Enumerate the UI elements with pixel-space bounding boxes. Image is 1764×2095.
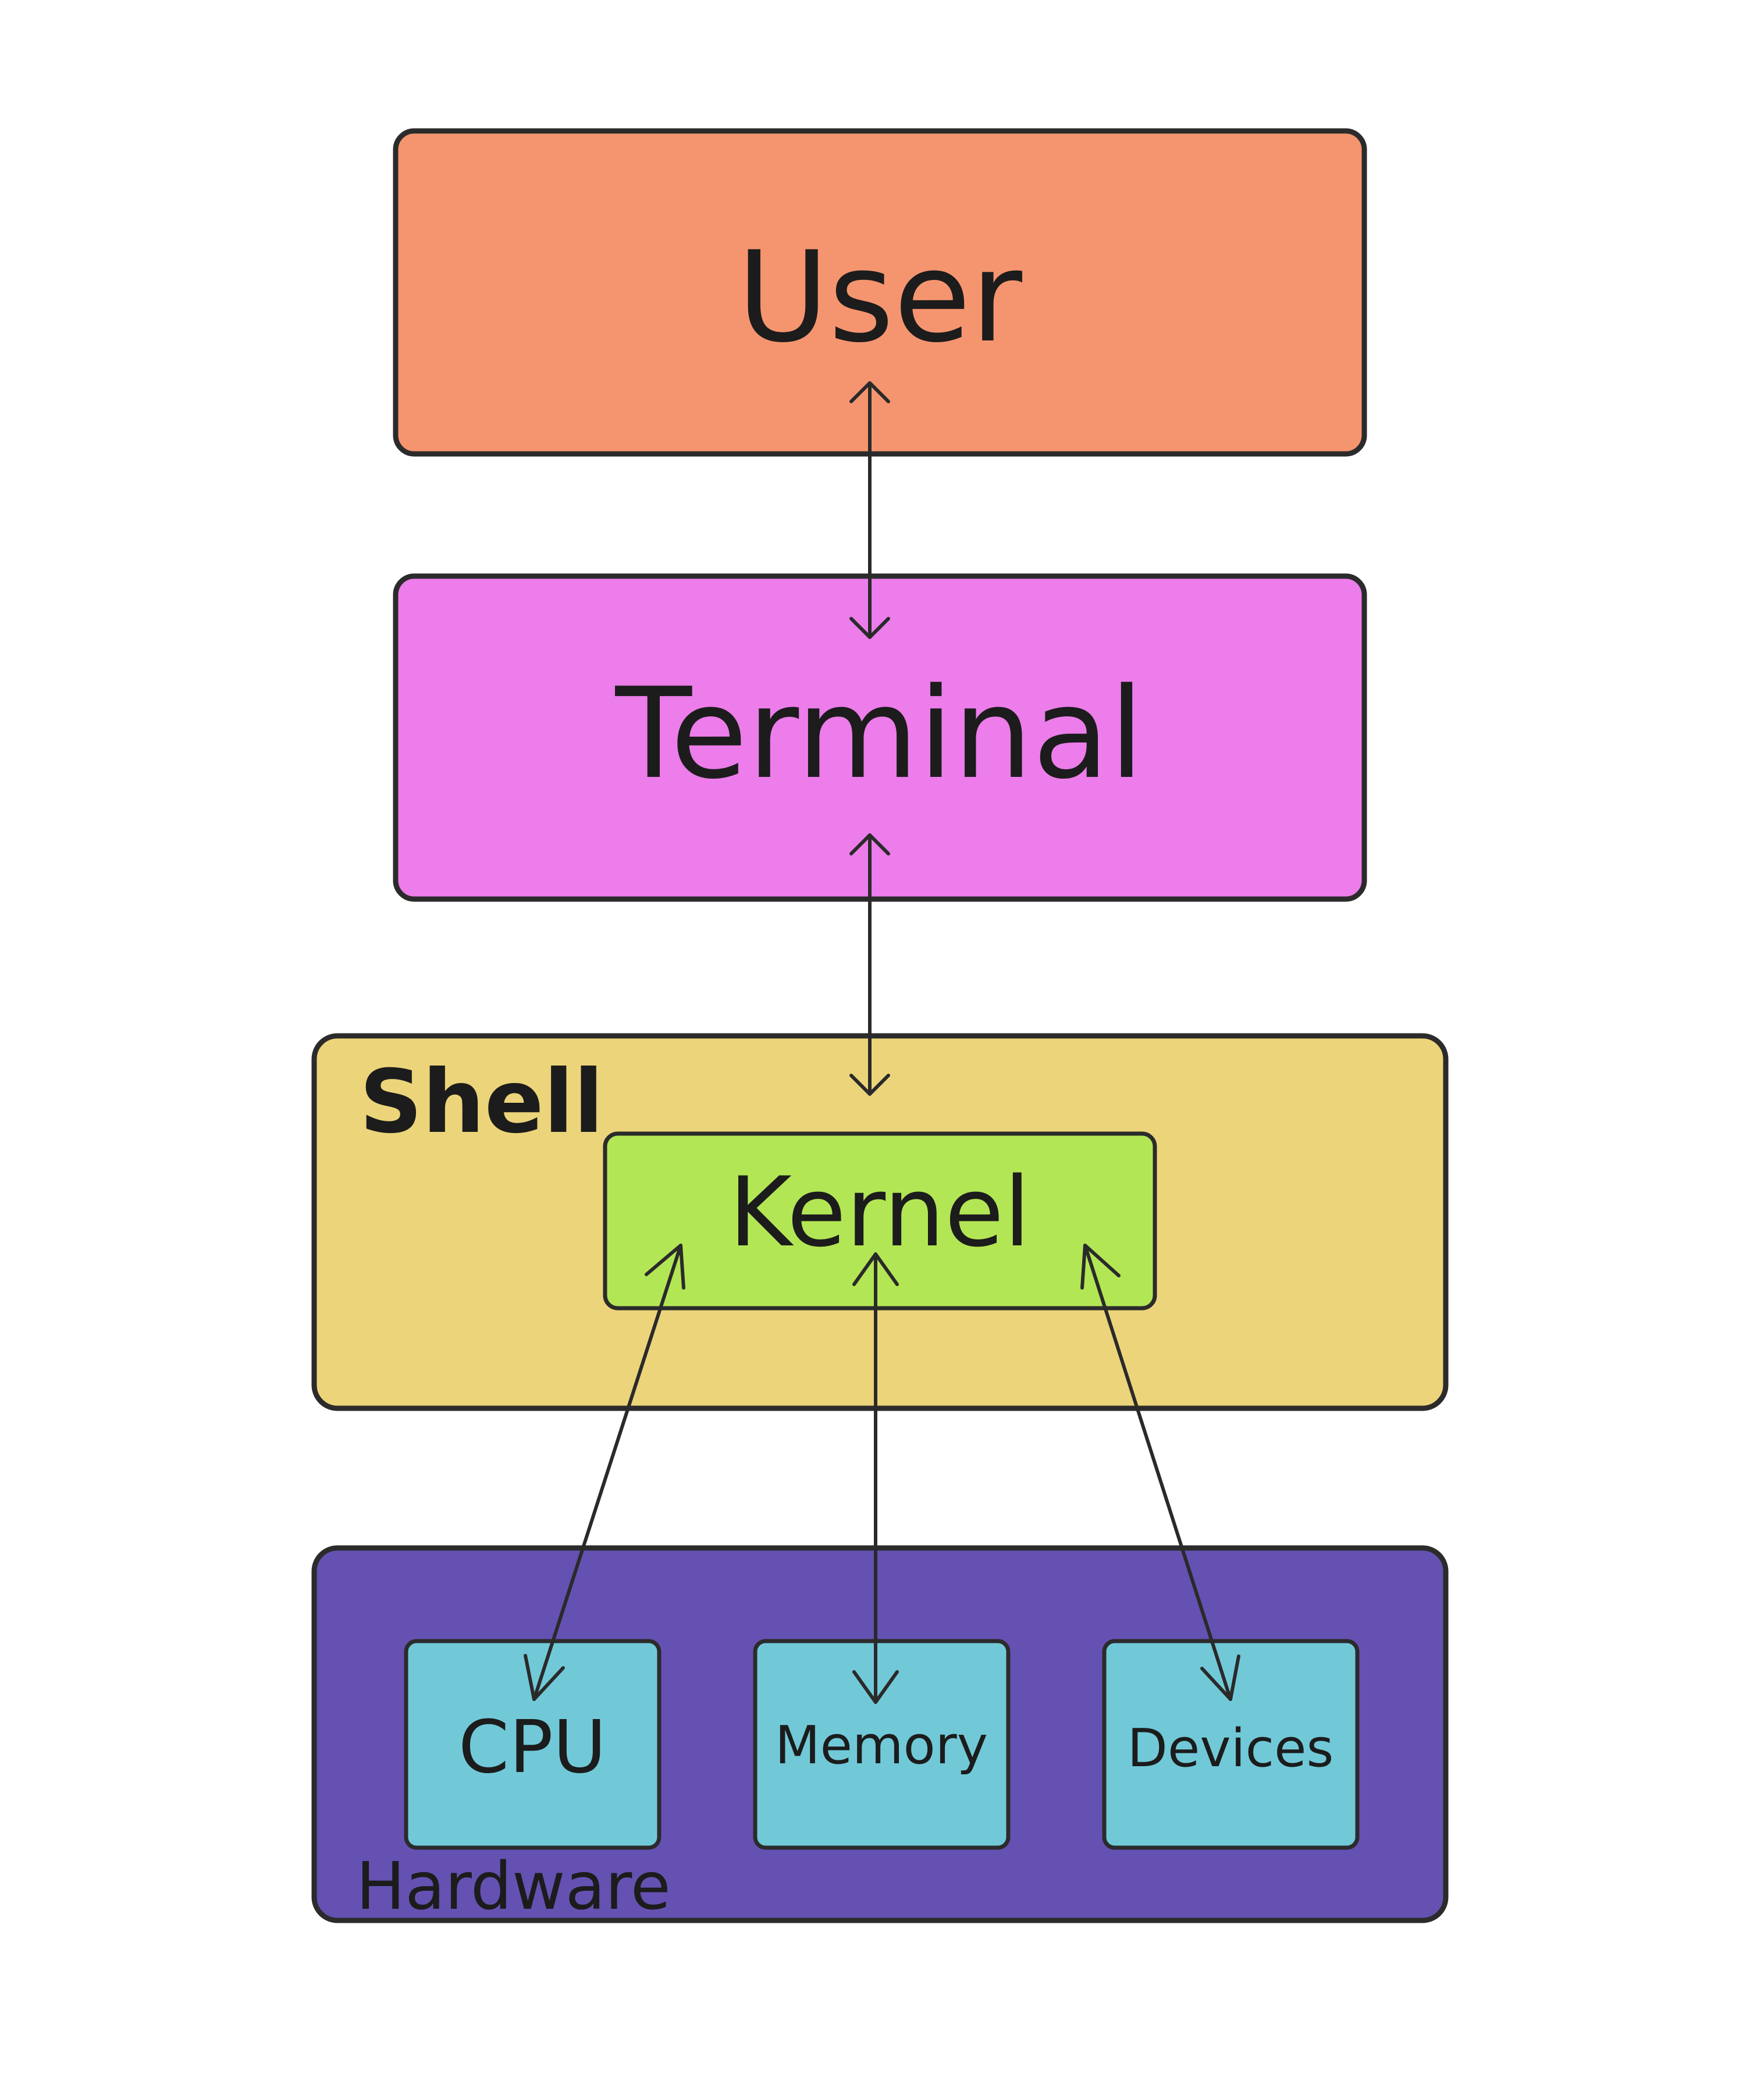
- user-node: User: [393, 128, 1367, 457]
- cpu-label: CPU: [458, 1705, 606, 1789]
- kernel-memory-arrow-head-down: [852, 1670, 899, 1704]
- kernel-cpu-arrow: [524, 1244, 685, 1701]
- kernel-devices-arrow-head-up: [1080, 1244, 1121, 1290]
- terminal-kernel-arrow-head-up: [849, 833, 890, 855]
- memory-node: Memory: [753, 1639, 1011, 1850]
- terminal-kernel-arrow-head-down: [849, 1074, 890, 1096]
- user-box: [393, 128, 1367, 457]
- memory-box: [753, 1639, 1011, 1850]
- user-terminal-arrow-head-up: [849, 381, 890, 403]
- kernel-devices-arrow-head-down: [1200, 1654, 1240, 1701]
- kernel-node: Kernel: [603, 1131, 1157, 1311]
- devices-box: [1102, 1639, 1360, 1850]
- kernel-cpu-arrow-shaft: [532, 1244, 682, 1701]
- shell-label: Shell: [360, 1052, 603, 1153]
- cpu-box: [404, 1639, 662, 1850]
- kernel-memory-arrow: [852, 1252, 899, 1704]
- cpu-node: CPU: [404, 1639, 662, 1850]
- memory-label: Memory: [775, 1715, 988, 1776]
- kernel-label: Kernel: [729, 1156, 1030, 1268]
- terminal-label: Terminal: [615, 661, 1144, 807]
- kernel-cpu-arrow-head-down: [524, 1654, 565, 1701]
- terminal-kernel-arrow: [849, 833, 890, 1096]
- user-terminal-arrow-head-down: [849, 617, 890, 639]
- hardware-label: Hardware: [356, 1849, 671, 1924]
- devices-node: Devices: [1102, 1639, 1360, 1850]
- terminal-box: [393, 573, 1367, 902]
- kernel-box: [603, 1131, 1157, 1311]
- kernel-memory-arrow-head-up: [852, 1252, 899, 1286]
- devices-label: Devices: [1128, 1718, 1334, 1779]
- kernel-devices-arrow: [1080, 1244, 1240, 1701]
- kernel-devices-arrow-shaft: [1083, 1244, 1232, 1701]
- terminal-node: Terminal: [393, 573, 1367, 902]
- user-label: User: [737, 224, 1023, 370]
- user-terminal-arrow: [849, 381, 890, 639]
- kernel-cpu-arrow-head-up: [645, 1244, 685, 1290]
